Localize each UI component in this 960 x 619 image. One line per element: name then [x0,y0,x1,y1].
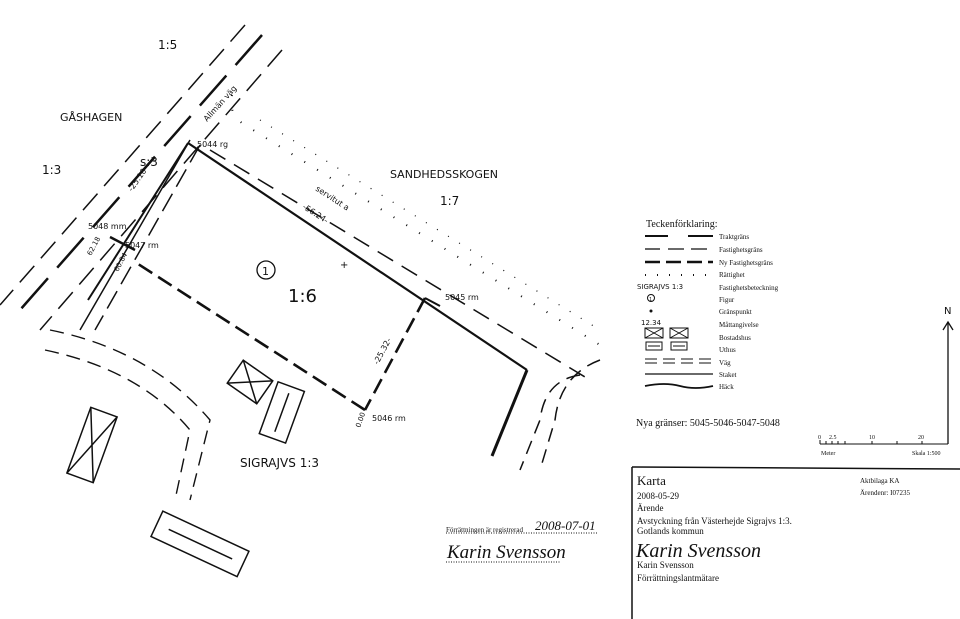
legend-item: Staket [719,371,737,379]
legend-item: Figur [719,296,735,304]
area-sandhedsskogen: SANDHEDSSKOGEN [390,168,498,181]
legend-item: Traktgräns [719,233,749,241]
scale-tick: 2.5 [829,435,837,441]
title-block: Karta 2008-05-29 Ärende Avstyckning från… [631,466,960,619]
road-label: Allmän väg [202,84,239,123]
title-block-case-number: Ärendenr: I07235 [860,489,910,497]
point-5047: 5047 rm [125,241,159,250]
legend-item: Ny Fastighetsgräns [719,259,773,267]
measure-62-18: 62.18 [86,235,102,256]
registration-label: Förrättningen är registrerad [446,526,523,534]
driveway [44,329,211,501]
title-block-case-label: Ärende [637,503,664,513]
title-block-date: 2008-05-29 [637,491,679,501]
registration-signature: Karin Svensson [446,542,566,563]
outbuilding [258,380,306,445]
parcel-1-3: 1:3 [42,163,61,177]
house-2 [65,406,119,484]
title-block-title: Karta [637,473,666,488]
point-5045: 5045 rm [445,293,479,302]
legend-item: Väg [719,359,731,367]
title-block-case-line1: Avstyckning från Västerhejde Sigrajvs 1:… [637,516,792,526]
title-block-name: Karin Svensson [637,560,694,570]
scale-unit: Meter [821,451,835,457]
area-gashagen: GÅSHAGEN [60,111,122,124]
legend-figure-number: 1 [649,297,652,303]
figure-number: 1 [262,265,269,278]
legend-item: Uthus [719,346,736,354]
point-5048: 5048 mm [88,222,127,231]
figure-circle [256,260,276,280]
legend-item: Bostadshus [719,334,751,342]
measure-0-00: 0.00 [354,411,367,428]
scale-tick: 20 [918,435,924,441]
servitude-label: servitut a [314,184,351,212]
legend-point-symbol [649,309,653,313]
parcel-1-6: 1:6 [288,286,317,307]
outbuilding-2 [150,510,250,578]
north-label: N [944,306,951,317]
title-block-signature: Karin Svensson [635,540,761,562]
point-5046: 5046 rm [372,414,406,423]
parcel-1-7: 1:7 [440,194,459,208]
north-arrow [942,320,954,444]
legend-figure-symbol [647,294,655,302]
legend-sample-designation: SIGRAJVS 1:3 [637,283,683,291]
centroid-mark: + [340,260,348,271]
legend-item: Rättighet [719,271,745,279]
property-boundaries [87,142,529,457]
scale-tick: 0 [818,435,821,441]
new-borders: Nya gränser: 5045-5046-5047-5048 [636,418,780,429]
measure-60-84: 60.84 [113,251,130,273]
legend-item: Fastighetsgräns [719,246,763,254]
title-block-role: Förrättningslantmätare [637,573,719,583]
area-sigrajvs: SIGRAJVS 1:3 [240,456,319,470]
house-1 [226,359,274,405]
title-block-appendix: Aktbilaga KA [860,477,899,485]
point-5044: 5044 rg [197,140,228,149]
public-road [0,24,283,331]
legend-item: Fastighetsbeteckning [719,284,779,292]
scale-bar [819,440,948,445]
parcel-1-5: 1:5 [158,38,177,52]
registration-date: 2008-07-01 [535,518,596,533]
parcel-s3: s:3 [140,155,158,169]
legend-item: Häck [719,383,734,391]
legend: Teckenförklaring: 1 SIGRAJVS 1:3 12.34 T… [636,219,780,429]
measure-25-10: -25.10- [126,164,150,193]
scale-tick: 10 [869,435,875,441]
legend-item: Måttangivelse [719,321,759,329]
legend-sample-measure: 12.34 [641,319,662,327]
title-block-case-line2: Gotlands kommun [637,526,704,536]
legend-title: Teckenförklaring: [646,219,718,230]
servitude-lines [209,94,601,471]
scale-ratio: Skala 1:500 [912,451,941,457]
legend-item: Gränspunkt [719,308,752,316]
